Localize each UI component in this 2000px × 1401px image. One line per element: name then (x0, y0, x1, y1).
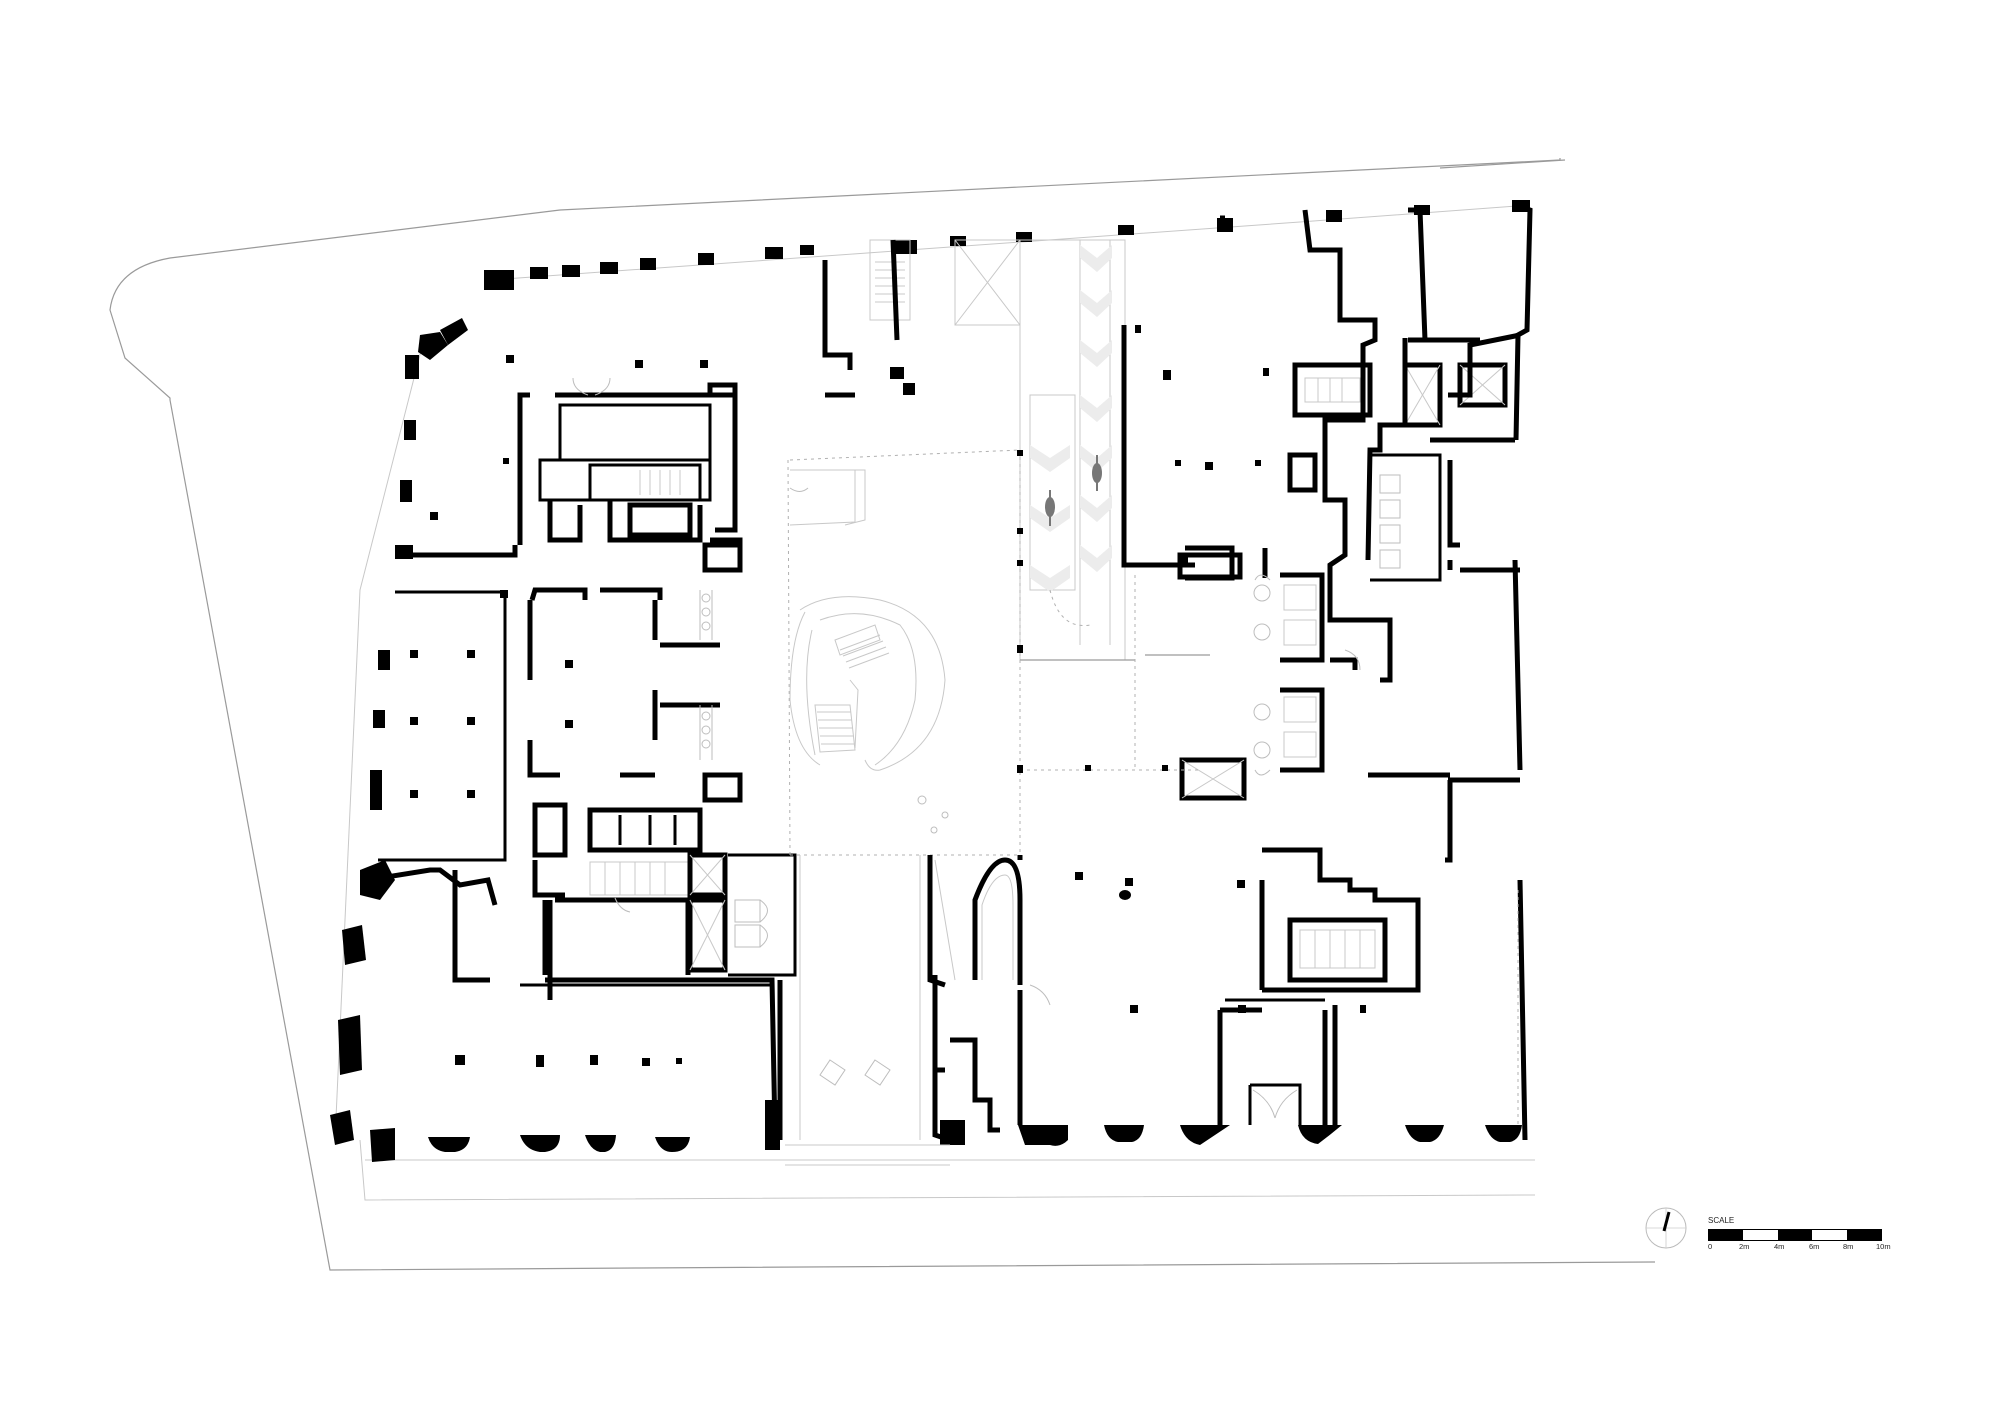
scale-segment (1777, 1230, 1813, 1240)
north-service-corridor (538, 403, 712, 502)
cyclist-icon (1045, 455, 1102, 526)
east-facade-wall (1513, 202, 1533, 441)
east-facade-wall-lower (1448, 559, 1528, 1141)
lift-shaft-crosses (687, 362, 1508, 973)
ne-wing-walls (1220, 209, 1393, 683)
se-stair-treads (1299, 929, 1376, 969)
stair-room-wall (588, 463, 702, 502)
top-centre-column-2 (903, 383, 915, 395)
ne-stair-treads (1304, 377, 1361, 403)
west-wing-north-room-wall (405, 382, 738, 558)
scale-tick-label: 10m (1876, 1242, 1891, 1251)
se-wing-columns (1075, 872, 1366, 1013)
scale-segment (1812, 1230, 1847, 1240)
south-facade-piers (370, 1100, 1522, 1162)
lift-bank-west (587, 807, 703, 853)
scale-tick-label: 4m (1774, 1242, 1785, 1251)
scale-tick-label: 6m (1809, 1242, 1820, 1251)
west-block-walls (547, 500, 703, 543)
atrium-upper-ledge (789, 469, 866, 526)
ne-wing-columns (1163, 368, 1269, 563)
atrium-glazing-east (1019, 450, 1136, 855)
west-wing-middle-room (378, 590, 507, 862)
central-spiral-staircase (789, 596, 946, 771)
top-centre-lift-lobby (869, 239, 1021, 326)
site-boundary-top-right (1439, 159, 1566, 169)
site-boundary (109, 158, 1656, 1271)
west-room-lower-partitions (660, 642, 720, 708)
toilet-cubicles-west (734, 899, 768, 948)
toilet-block-west (728, 853, 797, 977)
sw-hall-columns (410, 355, 708, 1067)
east-mid-walls (1330, 657, 1453, 863)
south-passage-walls (932, 975, 1000, 1143)
facade-line-south (359, 1139, 1536, 1201)
scale-tick-label: 0 (1708, 1242, 1713, 1251)
ne-upper-walls (1365, 207, 1521, 561)
ne-small-rooms (1185, 452, 1318, 581)
se-wing-core (1287, 917, 1388, 983)
stair-treads-2 (589, 861, 691, 896)
atrium-perimeter-dashed (787, 449, 1200, 856)
south-passage-planters (819, 1059, 891, 1086)
se-wing-walls (1217, 847, 1421, 1125)
scale-title: SCALE (1708, 1216, 1735, 1225)
facade-line-west (334, 334, 426, 1141)
atrium-bollards (917, 795, 949, 834)
ramp-east-wall (1121, 325, 1195, 568)
top-centre-column (890, 367, 904, 379)
east-lift-lobby (1253, 572, 1325, 773)
scale-tick-label: 2m (1739, 1242, 1750, 1251)
lift-bank-partitions (618, 815, 677, 845)
scale-bar (1708, 1229, 1882, 1241)
east-toilet-cubicles (1379, 474, 1401, 569)
top-centre-walls (822, 239, 900, 398)
scale-ticks: 0 2m 4m 6m 8m 10m (1706, 1242, 1896, 1254)
bicycle-ramps (1019, 239, 1126, 661)
scale-tick-label: 8m (1843, 1242, 1854, 1251)
atrium-column-markers (1017, 325, 1168, 773)
south-passage-lines (785, 855, 950, 1166)
bike-rack-left (699, 590, 713, 760)
se-lower-core (1225, 998, 1325, 1125)
scale-segment (1709, 1230, 1744, 1240)
south-west-hall-walls (367, 867, 783, 1140)
north-facade-piers (484, 200, 1530, 290)
lift-core-upper-left (702, 542, 743, 573)
facade-line-north (489, 204, 1531, 281)
north-arrow-icon (1645, 1207, 1687, 1249)
east-upper-right-walls (1447, 460, 1520, 573)
lift-core-lower-left (702, 772, 743, 803)
west-middle-room-inner (527, 587, 663, 778)
scale-segment (1846, 1230, 1882, 1240)
lower-west-walls (532, 802, 691, 1000)
west-facade-piers (330, 318, 468, 1145)
stair-treads-1 (639, 470, 681, 495)
curved-ramp-stair (927, 855, 1023, 988)
ne-stair-core (1292, 362, 1373, 418)
door-swings (572, 377, 1361, 1119)
east-toilets-upper (1370, 453, 1442, 582)
scale-segment (1743, 1230, 1778, 1240)
